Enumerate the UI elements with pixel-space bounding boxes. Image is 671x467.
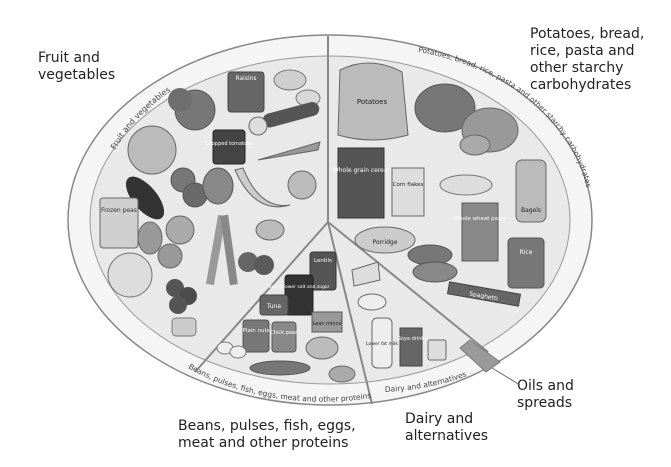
label-dairy-alternatives: Dairy and alternatives (405, 411, 488, 445)
wholewheat-pasta-pack (461, 202, 499, 262)
banana-icon (234, 167, 291, 208)
diced-fruit-icon (171, 317, 197, 337)
lean-mince-pack (311, 311, 343, 333)
label-line: other starchy (530, 60, 624, 76)
bread-roll-icon (459, 134, 491, 156)
label-oils-spreads: Oils and spreads (517, 378, 574, 412)
divider-dairy-starch (327, 221, 489, 353)
dairy-items: Lower fat milk Soya drink (351, 261, 447, 369)
beans-can (284, 274, 314, 316)
chick-peas-can (271, 321, 297, 353)
raisins-box (227, 71, 265, 113)
wholewheat-pasta-label: Whole wheat pasta (454, 216, 507, 222)
aubergine-icon (125, 176, 165, 220)
cauliflower-icon (107, 252, 153, 298)
crumpet-icon (412, 261, 458, 283)
cucumber-icon (262, 102, 320, 128)
label-line: spreads (517, 395, 573, 411)
orange-icon (165, 215, 195, 245)
bagels-label: Bagels (521, 207, 541, 214)
lower-fat-milk-label: Lower fat milk (366, 341, 398, 347)
grape (169, 296, 187, 314)
potatoes-label: Potatoes (357, 98, 388, 106)
milk-bottle (371, 317, 393, 369)
lentils-bag (309, 251, 337, 291)
cabbage-icon (127, 125, 177, 175)
porridge-bowl (354, 226, 416, 254)
plain-nuts-label: Plain nuts (243, 328, 270, 334)
label-line: carbohydrates (530, 77, 632, 93)
protein-items: Lentils Beans lower salt and sugar Tuna … (216, 251, 356, 383)
plate-inner (89, 55, 571, 385)
leek-icon (220, 214, 238, 286)
wholegrain-cereal-box (337, 147, 385, 219)
bread-loaf-icon (414, 83, 476, 133)
label-fruit-vegetables: Fruit and vegetables (38, 50, 115, 84)
label-starchy: Potatoes, bread, rice, pasta and other s… (530, 26, 644, 94)
label-line: Dairy and (405, 411, 474, 427)
strawberry-icon (254, 255, 274, 275)
porridge-label: Porridge (373, 239, 398, 246)
spaghetti-pack (446, 281, 522, 307)
raisins-label: Raisins (235, 75, 256, 82)
flatbread-icon (439, 174, 493, 196)
pepper-icon (202, 167, 234, 205)
corn-flakes-label: Corn flakes (393, 182, 424, 188)
fruit-veg-items: Raisins Chopped tomatoes (99, 69, 321, 337)
chopped-tomatoes-label: Chopped tomatoes (205, 141, 253, 147)
rice-label: Rice (520, 249, 533, 256)
potato-sack (337, 62, 409, 141)
lentils-label: Lentils (314, 258, 332, 264)
yoghurt-pot-icon (357, 293, 387, 311)
label-line: Beans, pulses, fish, eggs, (178, 418, 356, 434)
onion-icon (287, 170, 317, 200)
tuna-can (259, 294, 289, 316)
plain-nuts-bag (242, 319, 270, 353)
wholegrain-cereal-label: Whole grain cereal (333, 167, 390, 174)
broccoli-floret (168, 88, 192, 112)
cheese-wedge-icon (351, 261, 381, 287)
soya-drink-label: Soya drink (398, 336, 425, 342)
orange-icon (157, 243, 183, 269)
bagels-bag (515, 159, 547, 223)
soya-drink-carton (399, 327, 423, 367)
frozen-peas-label: Frozen peas (101, 207, 137, 214)
leek-icon (205, 214, 227, 286)
label-line: vegetables (38, 67, 116, 83)
cucumber-slice-icon (248, 116, 268, 136)
frozen-peas-bag (99, 197, 139, 249)
rice-bag (507, 237, 545, 289)
label-line: alternatives (405, 428, 489, 444)
label-line: meat and other proteins (178, 435, 349, 451)
beans-label: Beans lower salt and sugar (268, 284, 329, 290)
egg-icon (229, 345, 247, 359)
label-line: Oils and (517, 378, 574, 394)
pear-icon (137, 221, 163, 255)
strawberry-icon (238, 252, 258, 272)
chopped-tomatoes-can (212, 129, 246, 165)
mushroom-icon (273, 69, 307, 91)
yoghurt-cup-icon (427, 339, 447, 361)
spaghetti-label: Spaghetti (469, 291, 499, 303)
label-line: Fruit and (38, 50, 100, 66)
lemon-icon (255, 219, 285, 241)
lean-mince-label: Lean mince (313, 321, 342, 327)
label-line: Potatoes, bread, (530, 26, 645, 42)
fish-icon (249, 360, 311, 376)
chick-peas-label: Chick peas (270, 330, 298, 336)
starchy-items: Potatoes Whole grain cereal Corn flakes … (333, 62, 547, 307)
carrot-icon (257, 141, 321, 161)
corn-flakes-box (391, 167, 425, 217)
grapes-icon (166, 279, 184, 297)
chicken-leg-icon (328, 365, 356, 383)
tuna-label: Tuna (266, 303, 281, 310)
chicken-icon (305, 336, 339, 360)
label-proteins: Beans, pulses, fish, eggs, meat and othe… (178, 418, 356, 452)
oils-segment (459, 339, 501, 373)
label-line: rice, pasta and (530, 43, 635, 59)
